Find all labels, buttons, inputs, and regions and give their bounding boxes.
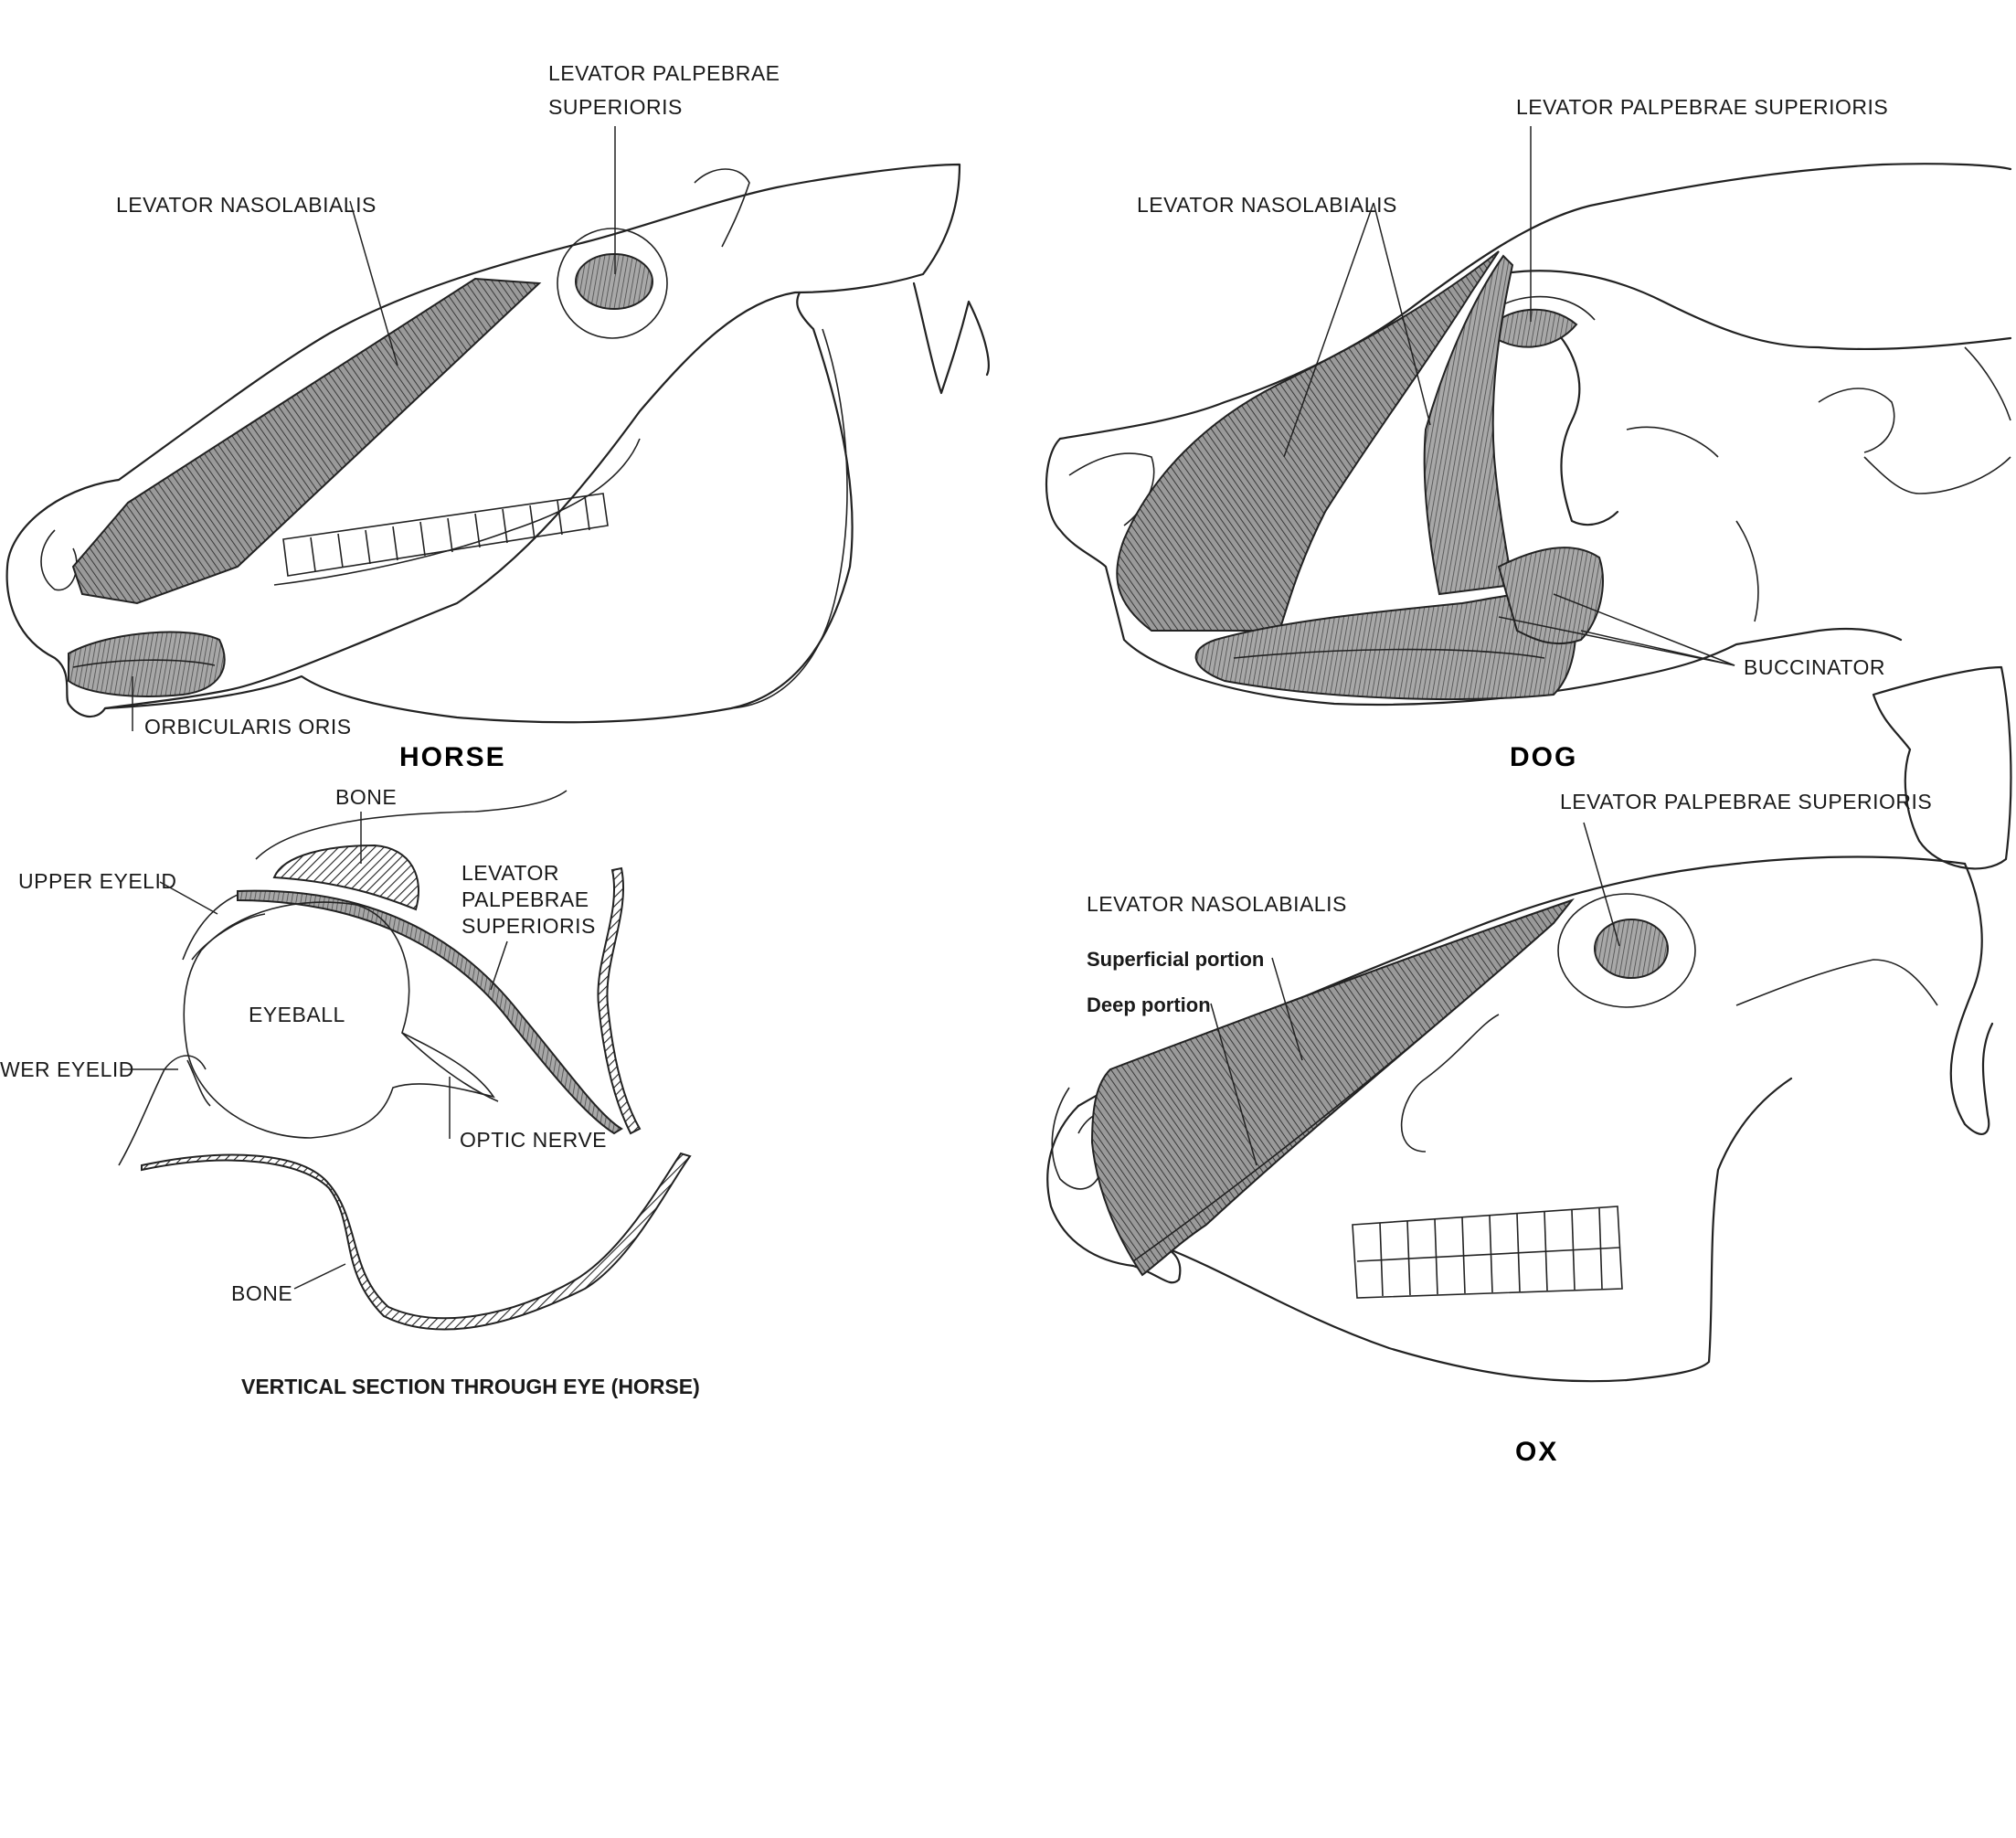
label-eye-levator-2: PALPEBRAE <box>462 887 589 911</box>
eye-section-caption: VERTICAL SECTION THROUGH EYE (HORSE) <box>241 1375 700 1398</box>
label-ox-levator-nasolabialis: LEVATOR NASOLABIALIS <box>1087 892 1347 916</box>
label-horse-levator-palpebrae-1: LEVATOR PALPEBRAE <box>548 61 780 85</box>
ox-drawing <box>1046 665 2012 1383</box>
label-ox-superficial-portion: Superficial portion <box>1087 948 1264 971</box>
ox-teeth <box>1379 1207 1603 1297</box>
label-lower-eyelid: WER EYELID <box>0 1057 134 1081</box>
label-eye-levator-1: LEVATOR <box>462 861 559 885</box>
label-upper-eyelid: UPPER EYELID <box>18 869 176 893</box>
horse-levator-nasolabialis <box>71 277 542 605</box>
horse-title: HORSE <box>399 742 506 772</box>
label-eye-bone-top: BONE <box>335 785 397 809</box>
dog-levator-nasolabialis-2 <box>1423 254 1514 596</box>
horse-eye <box>575 253 653 310</box>
label-eye-levator-3: SUPERIORIS <box>462 914 596 938</box>
horse-teeth <box>310 495 590 572</box>
label-eye-bone-bottom: BONE <box>231 1281 292 1305</box>
dog-title: DOG <box>1510 742 1577 772</box>
eye-section-drawing <box>118 790 692 1331</box>
horse-orbicularis-oris <box>68 631 226 697</box>
label-eyeball: EYEBALL <box>249 1003 345 1026</box>
dog-buccinator <box>1194 591 1576 700</box>
label-dog-buccinator: BUCCINATOR <box>1744 655 1885 679</box>
dog-drawing <box>1045 163 2012 707</box>
dog-levator-nasolabialis <box>1116 250 1500 632</box>
ox-title: OX <box>1515 1437 1558 1467</box>
eye-section-bone-bottom <box>141 1152 692 1331</box>
eye-section-eyeball <box>183 901 495 1139</box>
horse-drawing <box>5 163 990 724</box>
eye-section-levator <box>237 889 623 1135</box>
label-horse-orbicularis-oris: ORBICULARIS ORIS <box>144 715 352 738</box>
label-dog-levator-palpebrae: LEVATOR PALPEBRAE SUPERIORIS <box>1516 95 1888 119</box>
label-horse-levator-nasolabialis: LEVATOR NASOLABIALIS <box>116 193 377 217</box>
dog-eye <box>1483 308 1578 348</box>
eye-section-bone-top <box>272 844 419 911</box>
ox-eye <box>1594 919 1669 979</box>
label-dog-levator-nasolabialis: LEVATOR NASOLABIALIS <box>1137 193 1397 217</box>
ox-levator-nasolabialis <box>1090 898 1575 1277</box>
label-optic-nerve: OPTIC NERVE <box>460 1128 607 1152</box>
label-horse-levator-palpebrae-2: SUPERIORIS <box>548 95 683 119</box>
label-ox-levator-palpebrae: LEVATOR PALPEBRAE SUPERIORIS <box>1560 790 1932 813</box>
label-ox-deep-portion: Deep portion <box>1087 993 1211 1016</box>
